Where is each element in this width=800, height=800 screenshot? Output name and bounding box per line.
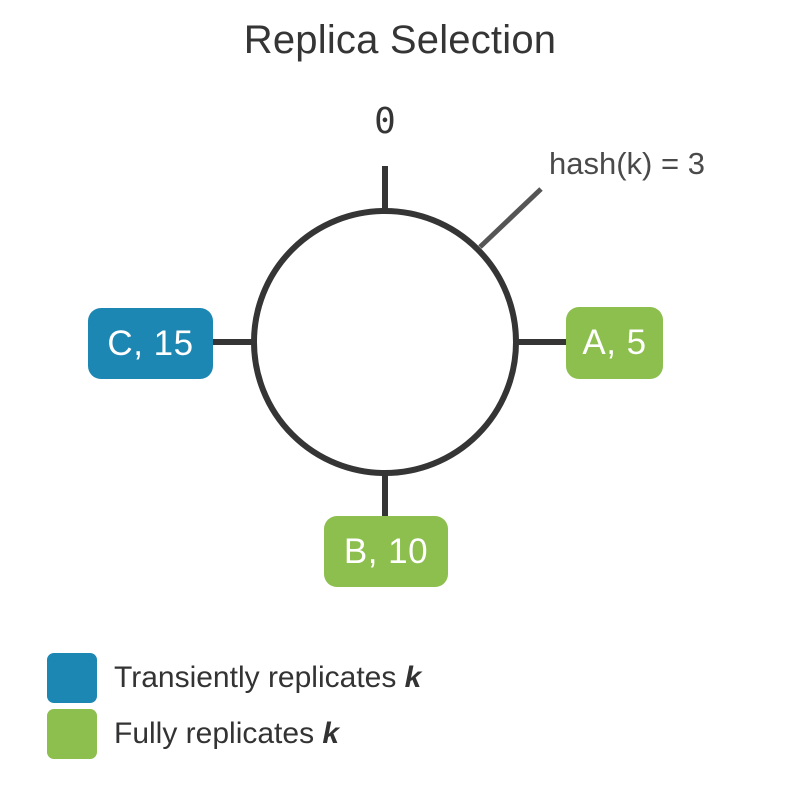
legend-swatch-transient <box>47 653 97 703</box>
ring-node-c[interactable]: C, 15 <box>88 308 213 379</box>
hash-leader-line <box>478 187 543 249</box>
legend-label-full-text: Fully replicates <box>114 717 323 750</box>
ring-node-b[interactable]: B, 10 <box>324 516 448 587</box>
ring-node-b-label: B, 10 <box>343 531 429 571</box>
legend-label-full: Fully replicates k <box>114 719 339 749</box>
legend-key-variable-transient: k <box>404 661 422 694</box>
legend-swatch-full <box>47 709 97 759</box>
ring-origin-label: 0 <box>374 101 396 142</box>
ring-node-a-label: A, 5 <box>582 323 647 362</box>
legend-label-transient: Transiently replicates k <box>114 663 421 693</box>
page-title: Replica Selection <box>243 18 557 62</box>
legend-label-transient-text: Transiently replicates <box>114 661 405 694</box>
ring-node-a[interactable]: A, 5 <box>566 307 663 379</box>
hash-ring-circle <box>251 208 519 476</box>
legend-key-variable-full: k <box>322 717 340 750</box>
legend-item-full: Fully replicates k <box>47 706 421 762</box>
legend: Transiently replicates k Fully replicate… <box>47 650 421 762</box>
hash-annotation-label: hash(k) = 3 <box>549 146 705 181</box>
ring-node-c-label: C, 15 <box>107 323 194 363</box>
legend-item-transient: Transiently replicates k <box>47 650 421 706</box>
